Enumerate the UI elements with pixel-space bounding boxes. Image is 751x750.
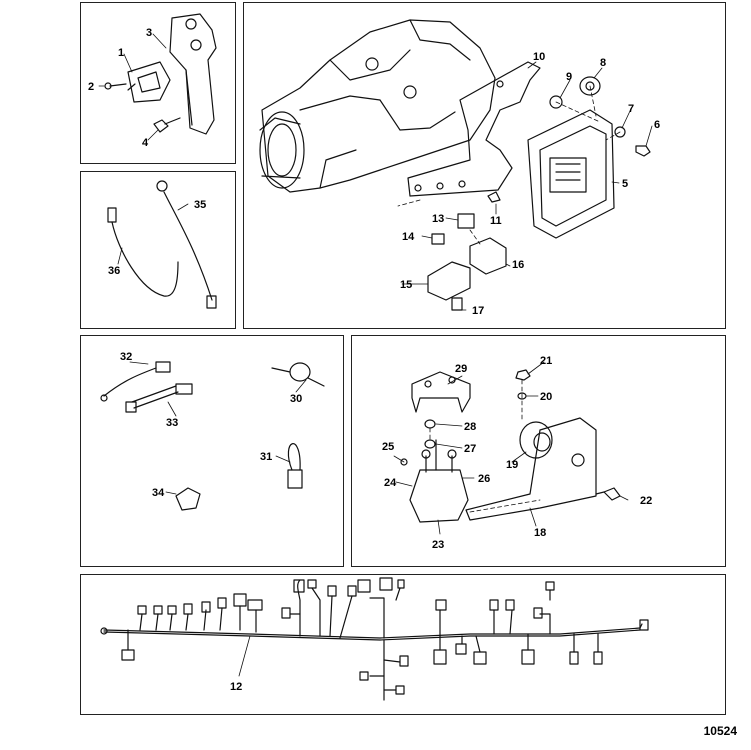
connector-13 [457, 213, 475, 229]
callout-34: 34 [152, 487, 165, 499]
washer-25 [400, 458, 408, 466]
grommet-8 [579, 76, 601, 96]
callout-17: 17 [472, 305, 484, 317]
callout-23: 23 [432, 539, 444, 551]
clip-14 [431, 233, 445, 245]
callout-labels: 1 2 3 4 5 6 7 8 9 10 11 12 13 14 15 16 1… [88, 27, 660, 693]
callout-24: 24 [384, 477, 397, 489]
screw-6 [635, 145, 651, 157]
callout-1: 1 [118, 47, 124, 59]
callout-7: 7 [628, 103, 634, 115]
sensor-lead-35 [156, 180, 217, 309]
callout-35: 35 [194, 199, 206, 211]
callout-9: 9 [566, 71, 572, 83]
connector-34 [175, 487, 201, 511]
jumper-31 [287, 443, 303, 489]
callout-3: 3 [146, 27, 152, 39]
spacer-9 [549, 95, 563, 109]
ecm-module [527, 109, 615, 239]
callout-31: 31 [260, 451, 272, 463]
callout-8: 8 [600, 57, 606, 69]
callout-33: 33 [166, 417, 178, 429]
callout-21: 21 [540, 355, 552, 367]
panel-sensor-leads [80, 171, 236, 329]
adapter-harness-32 [100, 361, 171, 402]
callout-15: 15 [400, 279, 412, 291]
callout-32: 32 [120, 351, 132, 363]
solenoid-23 [409, 439, 469, 523]
fuse-17 [451, 297, 463, 311]
bracket-plate [169, 13, 217, 135]
panel-harness-adapters [80, 335, 344, 567]
figure-number: 10524 [703, 724, 737, 738]
panel-main-harness [80, 574, 726, 715]
engine-block [259, 19, 496, 193]
callout-27: 27 [464, 443, 476, 455]
callout-2: 2 [88, 81, 94, 93]
callout-11: 11 [490, 215, 502, 227]
screw-11 [487, 191, 501, 203]
callout-25: 25 [382, 441, 394, 453]
bolt-4 [153, 117, 181, 133]
callout-29: 29 [455, 363, 467, 375]
nut-28 [424, 419, 436, 429]
callout-6: 6 [654, 119, 660, 131]
washer-7 [614, 126, 626, 138]
sensor-lead-36 [107, 207, 179, 297]
solenoid-bracket-29 [411, 371, 471, 413]
callout-30: 30 [290, 393, 302, 405]
mounting-clamp [127, 61, 171, 103]
callout-20: 20 [540, 391, 552, 403]
callout-14: 14 [402, 231, 415, 243]
nut-21 [515, 369, 531, 381]
callout-4: 4 [142, 137, 149, 149]
assembly-guide-lines [397, 85, 621, 245]
callout-16: 16 [512, 259, 524, 271]
callout-22: 22 [640, 495, 652, 507]
engine-wiring-harness [100, 577, 649, 701]
callout-18: 18 [534, 527, 546, 539]
screw-2 [104, 82, 127, 90]
panel-starter-solenoid [351, 335, 726, 567]
callout-26: 26 [478, 473, 490, 485]
callout-13: 13 [432, 213, 444, 225]
callout-36: 36 [108, 265, 120, 277]
cover-15 [427, 261, 471, 301]
adapter-30 [271, 362, 325, 387]
washer-27 [424, 439, 436, 449]
relay-19 [519, 421, 553, 459]
callout-10: 10 [533, 51, 545, 63]
relay-bracket-18 [465, 417, 597, 521]
solenoid-guide-lines [429, 379, 541, 513]
callout-leader-lines [98, 33, 653, 677]
callout-19: 19 [506, 459, 518, 471]
adapter-harness-33 [125, 383, 193, 413]
relay-16 [469, 237, 507, 275]
ecm-mounting-bracket [407, 61, 541, 197]
screw-22 [595, 487, 621, 501]
callout-28: 28 [464, 421, 476, 433]
callout-5: 5 [622, 178, 628, 190]
callout-12: 12 [230, 681, 242, 693]
